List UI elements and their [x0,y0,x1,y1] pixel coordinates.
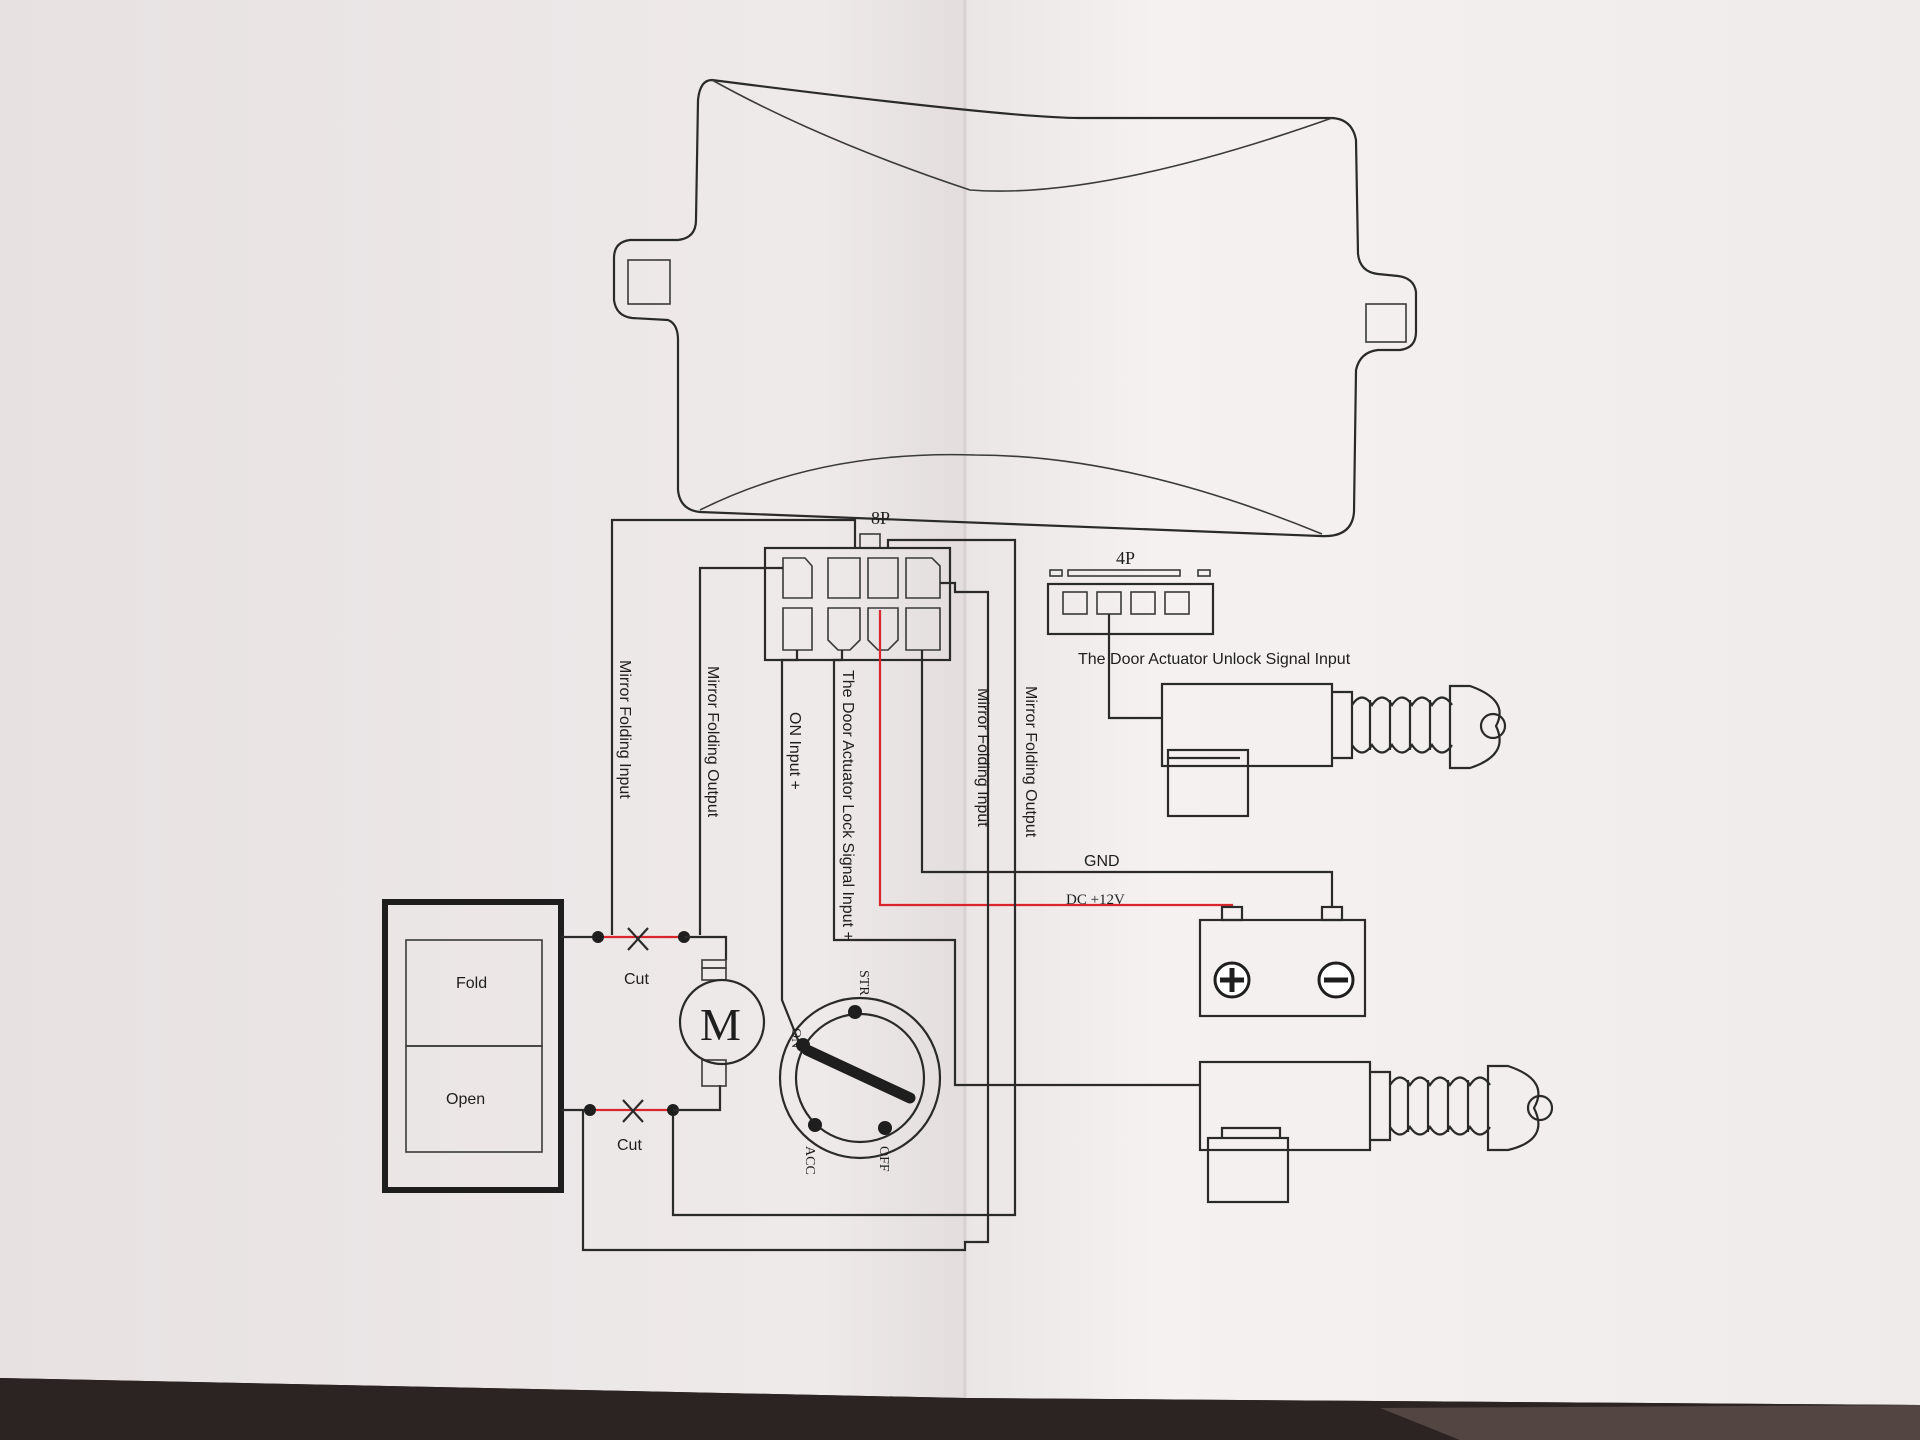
wire-mirror-folding-output-right [671,538,1017,1217]
paper-left [0,0,965,1398]
module-bottom-curve [699,453,1323,535]
cut-mark-bottom [622,1099,644,1123]
motor-label: M [700,999,741,1050]
wire-mirror-folding-input-left [610,518,857,935]
ign-off-label: OFF [876,1146,891,1172]
wire-mirror-folding-input-right [581,581,990,1252]
door-actuator-icon [1198,1060,1554,1204]
wire-gnd [920,650,1334,908]
module-ear-left [627,259,671,305]
door-actuator-icon [1160,682,1507,818]
connector-4p-label: 4P [1116,548,1135,568]
connector-8p-label: 8P [871,508,890,528]
lock-input-label: The Door Actuator Lock Signal Input + [839,670,856,941]
battery [1198,905,1367,1018]
junction-dot [592,931,604,943]
wire-mirror-folding-output-left [698,566,783,935]
gnd-label: GND [1084,853,1120,870]
cut-top-label: Cut [624,971,649,988]
mirror-in-right-label: Mirror Folding Input [974,688,991,827]
connector-4p [1046,569,1215,636]
mirror-out-right-label: Mirror Folding Output [1022,686,1039,838]
wire-to-motor-top [684,935,728,960]
switch-open-segment [405,1045,543,1153]
motor-icon [678,959,766,1087]
fold-label: Fold [456,975,487,992]
cut-mark-top [627,927,649,951]
module-housing [612,78,1418,538]
wire-to-motor-bottom [673,1085,722,1112]
unlock-input-label: The Door Actuator Unlock Signal Input [1078,651,1351,668]
open-label: Open [446,1091,485,1108]
cut-bottom-label: Cut [617,1137,642,1154]
module-top-curve [711,79,1333,192]
ignition-switch-icon [778,996,942,1160]
junction-dot [584,1104,596,1116]
wire-lock-input [832,650,1200,1087]
ign-acc-label: ACC [802,1146,817,1175]
ign-str-label: STR [856,970,871,996]
module-ear-right [1365,303,1407,343]
wire-on-input [780,650,802,1046]
fold-open-switch [382,899,564,1193]
background-cloth [1380,1405,1920,1440]
on-input-label: ON Input + [786,712,803,790]
ign-on-label: ON [788,1028,803,1048]
unlock-signal-wire [1107,614,1162,720]
paper-right [965,0,1920,1405]
dc12v-label: DC +12V [1066,892,1125,908]
mirror-in-left-label: Mirror Folding Input [616,660,633,799]
mirror-out-left-label: Mirror Folding Output [704,666,721,818]
connector-8p [763,546,952,662]
